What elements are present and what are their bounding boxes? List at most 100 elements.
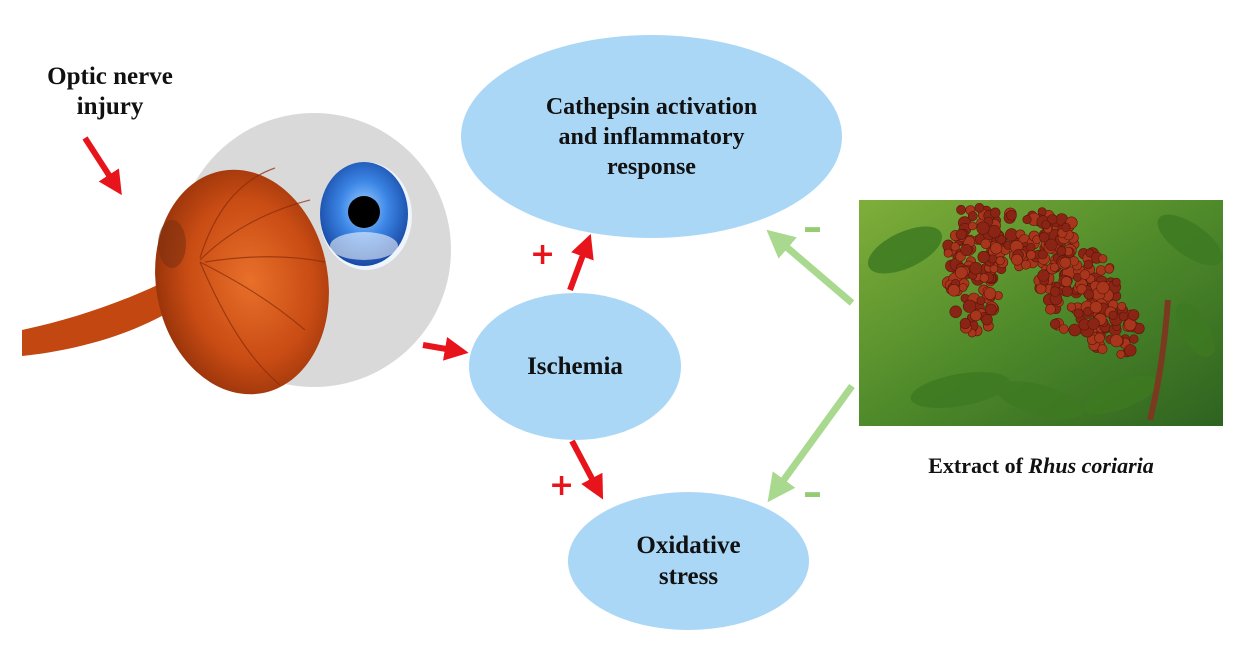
berry-cluster [941,203,1145,359]
cathepsin-line-2: and inflammatory [558,123,745,150]
arrow-eye-to-ischemia [422,336,469,361]
berry [1104,264,1114,274]
node-oxidative-stress: Oxidative stress [568,492,809,630]
berry [1061,222,1071,232]
berry [1076,283,1088,295]
extract-caption: Extract of Rhus coriaria [859,453,1223,479]
berry [1098,254,1108,264]
berry [1049,286,1061,297]
retina-vessels [199,167,326,386]
berry [1079,269,1091,280]
berry [985,303,997,316]
berry [1022,215,1032,225]
berry [990,242,1003,255]
berry [997,235,1007,245]
berry [956,204,966,215]
arrow-ischemia-to-cathepsin [567,233,594,292]
oxidative-line-1: Oxidative [636,531,741,559]
berry [976,221,990,235]
berry [1097,344,1108,355]
cathepsin-line-3: response [607,153,696,180]
berry [1011,253,1023,266]
berry [987,224,1001,239]
berry [949,305,962,318]
plus-sign-oxidative: + [549,468,575,503]
minus-sign-oxidative: – [803,470,822,514]
plus-sign-cathepsin: + [530,237,556,272]
berry [1059,256,1072,269]
berry [1037,249,1048,260]
berry [995,256,1005,266]
berry [1073,308,1084,319]
berry [1129,334,1139,344]
berry [1112,277,1121,287]
extract-caption-prefix: Extract of [928,453,1029,478]
eye-illustration [22,113,451,395]
berry [958,283,968,292]
berry [979,273,989,283]
berry [1059,324,1069,334]
berry [981,314,993,326]
retina [155,169,329,395]
berry [1021,259,1031,270]
pupil [348,196,380,228]
oxidative-line-2: stress [658,563,719,590]
berry [988,254,998,264]
berry [1087,317,1100,330]
berry [1117,301,1127,311]
berry [959,317,971,329]
berry [1056,246,1067,256]
optic-nerve-injury-label: Optic nerve injury [20,62,200,121]
photo-leaves [867,214,1223,419]
berry [960,244,973,257]
berry [1061,285,1073,297]
berry [1006,210,1017,221]
photo-stem [1147,299,1171,421]
berry [990,207,1001,218]
berry [969,261,983,275]
berry [950,242,960,252]
node-ischemia: Ischemia [469,293,681,440]
berry [1026,249,1036,260]
ischemia-label: Ischemia [527,352,623,380]
optic-nerve-injury-line-1: Optic nerve [47,63,173,90]
optic-nerve [22,278,180,356]
berry [1037,269,1050,282]
berry [967,211,978,222]
inhibit-arrow-to-cathepsin [766,229,855,306]
berry [1047,214,1058,225]
berry [976,296,986,305]
berry [1094,332,1105,344]
berry [983,287,997,300]
berry [970,309,982,322]
berry [1124,344,1137,357]
arrow-injury-to-eye [82,136,122,196]
rhus-coriaria-photo [859,200,1223,426]
berry [974,203,985,213]
node-cathepsin-activation: Cathepsin activation and inflammatory re… [461,35,842,238]
berry [1110,334,1124,348]
berry [1038,231,1050,243]
cathepsin-line-1: Cathepsin activation [545,93,758,120]
iris-highlight [330,232,398,260]
berry [1049,262,1060,272]
berry [1127,309,1140,321]
berry [943,248,953,258]
berry [1116,349,1126,359]
inhibit-arrow-to-oxidative [767,383,855,503]
berry [1066,302,1076,312]
berry [954,266,968,280]
berry [968,221,977,231]
optic-disc [158,220,186,268]
optic-nerve-injury-line-2: injury [76,92,144,120]
extract-caption-species: Rhus coriaria [1028,453,1154,478]
berry [1083,289,1095,300]
berry [1041,220,1051,230]
berry [1108,310,1118,320]
berry [947,284,961,297]
berry [1049,318,1061,330]
berry [980,238,991,250]
berry [989,264,999,274]
berry [1045,303,1056,315]
